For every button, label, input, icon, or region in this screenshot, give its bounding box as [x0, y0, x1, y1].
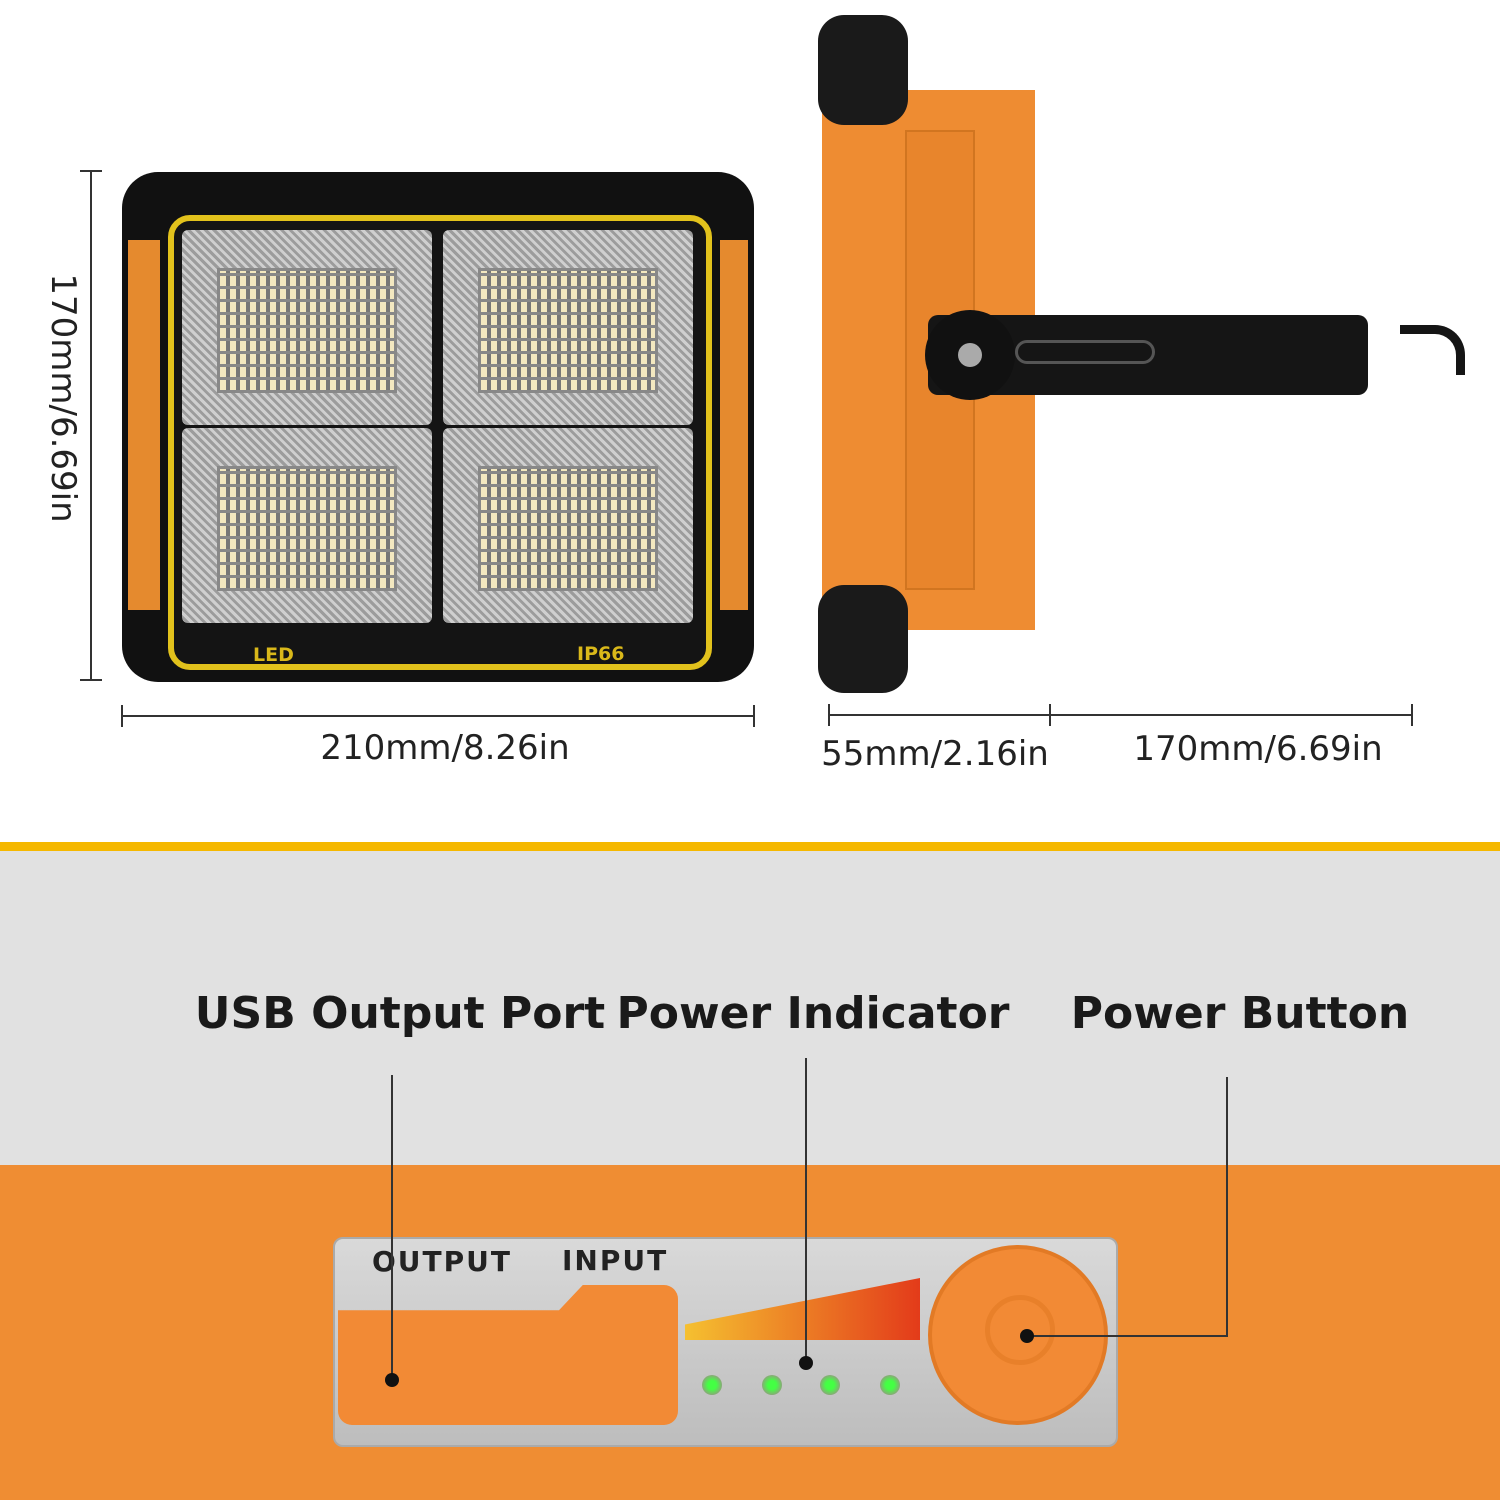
button-callout-line: [1226, 1077, 1228, 1337]
usb-callout-line: [391, 1075, 393, 1380]
depth-dimension-label: 55mm/2.16in: [821, 734, 1049, 774]
side-dimension-line: [829, 714, 1413, 716]
led-panel: [443, 230, 693, 425]
bracket-dimension-label: 170mm/6.69in: [1133, 729, 1383, 769]
power-icon: [985, 1295, 1055, 1365]
callout-background: [0, 851, 1500, 1165]
output-label: OUTPUT: [372, 1245, 512, 1278]
led-panel: [182, 230, 432, 425]
dimension-tick: [80, 679, 102, 681]
button-callout-dot: [1020, 1329, 1034, 1343]
dimension-tick: [80, 170, 102, 172]
dimension-tick: [828, 704, 830, 726]
input-label: INPUT: [562, 1244, 669, 1277]
usb-callout-dot: [385, 1373, 399, 1387]
height-dimension-label: 170mm/6.69in: [43, 273, 83, 523]
indicator-led: [702, 1375, 722, 1395]
ip-rating-marking: IP66: [577, 643, 625, 665]
screw-icon: [958, 343, 982, 367]
led-panel: [182, 428, 432, 623]
power-indicator-callout: Power Indicator: [616, 988, 1010, 1039]
button-callout-line-horizontal: [1027, 1335, 1228, 1337]
top-bumper: [818, 15, 908, 125]
power-button-callout: Power Button: [1070, 988, 1410, 1039]
height-dimension-line: [90, 170, 92, 680]
dimension-tick: [1411, 704, 1413, 726]
indicator-led: [762, 1375, 782, 1395]
indicator-led: [820, 1375, 840, 1395]
led-panel: [443, 428, 693, 623]
usb-output-callout: USB Output Port: [194, 988, 606, 1039]
width-dimension-label: 210mm/8.26in: [320, 728, 570, 768]
hook: [1400, 325, 1465, 375]
indicator-led: [880, 1375, 900, 1395]
dimension-tick: [121, 705, 123, 727]
bottom-bumper: [818, 585, 908, 693]
dimension-tick: [1049, 704, 1051, 726]
dimension-tick: [753, 705, 755, 727]
width-dimension-line: [122, 715, 755, 717]
divider-stripe: [0, 842, 1500, 851]
led-marking: LED: [253, 644, 294, 666]
indicator-callout-line: [805, 1058, 807, 1363]
indicator-callout-dot: [799, 1356, 813, 1370]
bracket-slot: [1015, 340, 1155, 364]
